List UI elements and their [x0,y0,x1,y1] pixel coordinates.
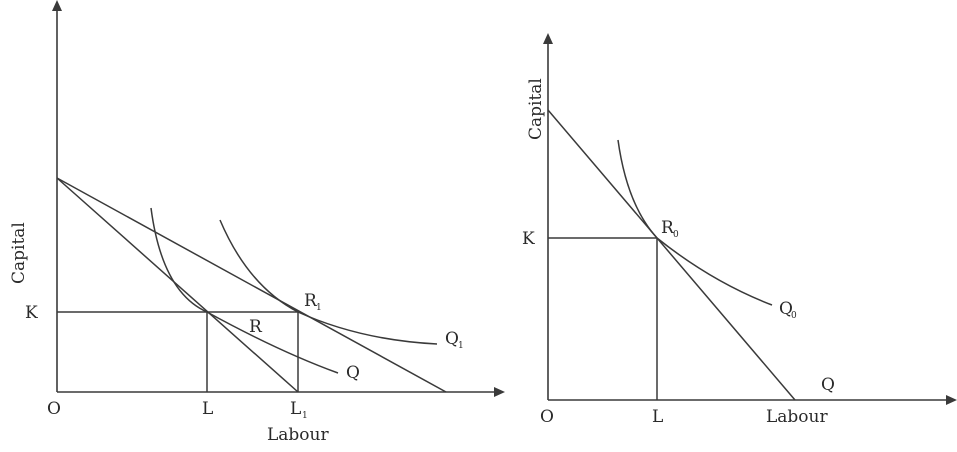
left-y-axis-arrow [52,0,62,11]
left-y-axis-label: Capital [9,222,29,284]
left-isocost-line-flat [56,177,447,393]
right-x-axis-arrow [946,395,957,405]
right-origin-label: O [540,407,554,427]
left-panel: Capital Labour O K L L 1 R R 1 Q Q 1 [9,0,505,445]
left-q1-subscript: 1 [458,341,464,351]
right-y-axis-arrow [543,33,553,44]
right-q-label: Q [821,375,835,395]
left-l-label: L [202,399,213,419]
right-k-label: K [522,229,535,249]
left-r-label: R [249,317,263,337]
right-r-subscript: 0 [673,230,679,240]
right-q0-label: Q [779,299,793,319]
right-x-axis-label: Labour [766,407,828,427]
left-q-label: Q [346,363,360,383]
left-x-axis-label: Labour [267,425,329,445]
left-origin-label: O [47,399,61,419]
left-r1-label: R [304,291,318,311]
right-isoquant-q0 [617,139,773,306]
left-k-label: K [25,303,38,323]
left-l1-subscript: 1 [302,411,308,421]
left-q1-label: Q [445,329,459,349]
left-l1-label: L [290,399,301,419]
right-l-label: L [652,407,663,427]
right-isocost-line [547,109,796,401]
right-y-axis-label: Capital [526,78,546,140]
right-panel: Capital Labour O K L R 0 Q Q 0 [522,33,957,427]
right-r-label: R [661,218,675,238]
left-isocost-line-steep [56,177,299,393]
left-x-axis-arrow [494,387,505,397]
right-q0-subscript: 0 [791,311,797,321]
left-r1-subscript: 1 [316,303,322,313]
